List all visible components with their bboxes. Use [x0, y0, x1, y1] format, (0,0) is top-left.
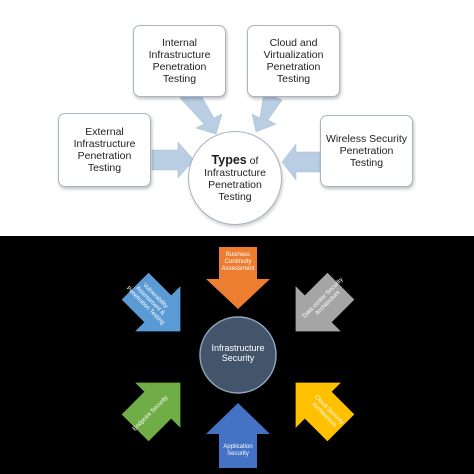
- node-wireless: Wireless Security Penetration Testing: [320, 115, 413, 187]
- arrow-vulnerability: VulnerabilityAssessment &Penetration Tes…: [121, 272, 181, 332]
- center-title-rest: of: [246, 154, 259, 167]
- node-cloud: Cloud and Virtualization Penetration Tes…: [247, 25, 340, 97]
- node-external: External Infrastructure Penetration Test…: [58, 113, 151, 187]
- arrow-external: [151, 141, 195, 179]
- node-internal: Internal Infrastructure Penetration Test…: [133, 25, 226, 97]
- center-circle: Types of Infrastructure Penetration Test…: [188, 131, 282, 225]
- center-line-2: Infrastructure: [204, 166, 266, 179]
- center-line-3: Penetration: [208, 178, 262, 191]
- node-cloud-label: Cloud and Virtualization Penetration Tes…: [263, 37, 324, 85]
- arrow-cloud-security: Cloud SecurityArchitecture: [295, 382, 355, 442]
- arrow-endpoint-security: Endpoint Security: [121, 382, 181, 442]
- arrow-data-center: Data center SecurityArchitecture: [295, 272, 355, 332]
- arrow-cloud: [251, 91, 283, 133]
- node-wireless-label: Wireless Security Penetration Testing: [325, 133, 408, 169]
- infrastructure-security-circle: [199, 316, 277, 394]
- top-arrows: [151, 89, 321, 181]
- center-line-4: Testing: [218, 190, 252, 203]
- infrastructure-security-label: Infrastructure Security: [211, 343, 265, 363]
- node-internal-label: Internal Infrastructure Penetration Test…: [148, 37, 211, 85]
- arrow-wireless: [281, 143, 321, 181]
- node-external-label: External Infrastructure Penetration Test…: [73, 126, 136, 174]
- center-title: Types of: [211, 152, 259, 167]
- center-title-bold: Types: [211, 152, 247, 167]
